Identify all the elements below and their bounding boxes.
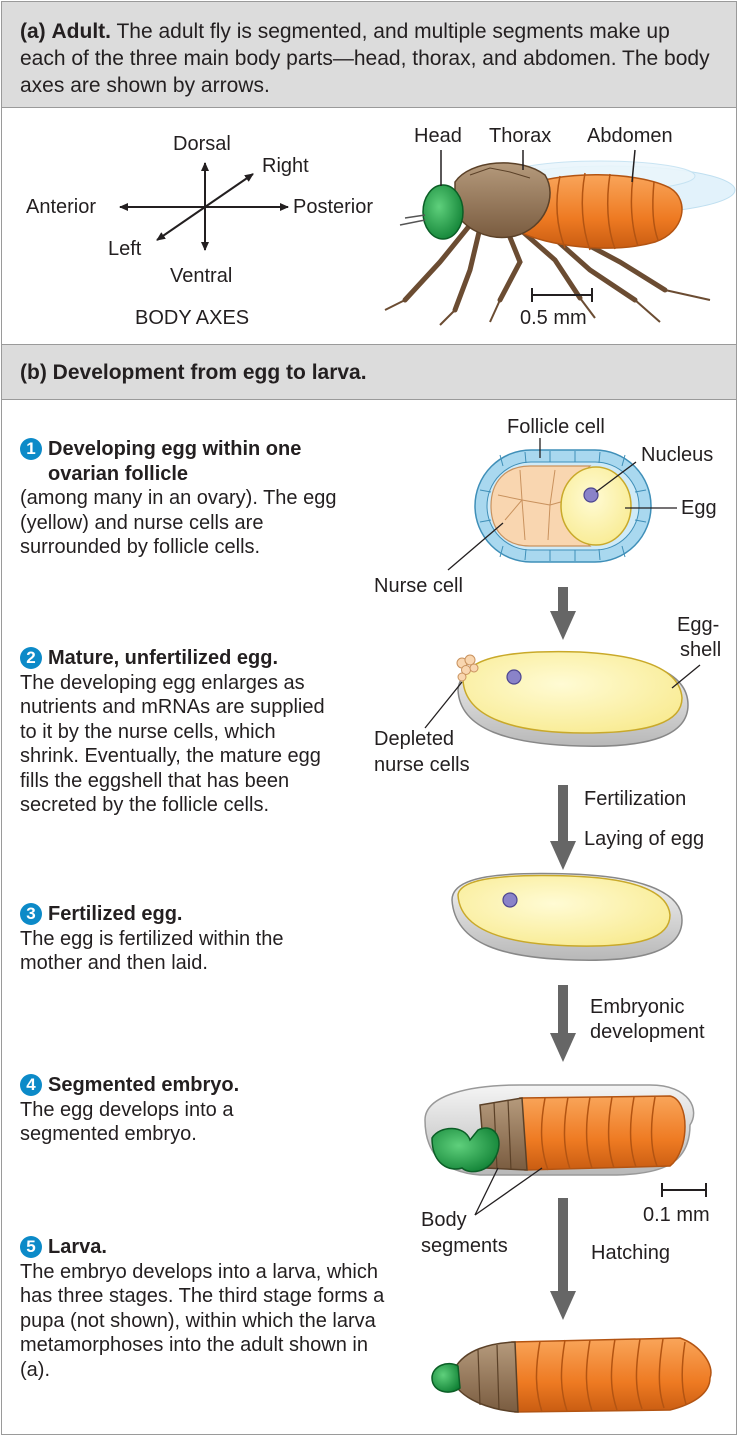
panel-a-caption: (a) Adult. The adult fly is segmented, a… — [20, 18, 720, 99]
step-4: 4 Segmented embryo. The egg develops into… — [20, 1073, 390, 1147]
axis-label-left: Left — [108, 238, 142, 260]
label-body-1: Body — [421, 1209, 467, 1231]
step-4-number: 4 — [20, 1074, 42, 1096]
step-2-text: The developing egg enlarges as nutrients… — [20, 671, 325, 817]
right-arrow — [204, 173, 254, 208]
step-2-title: Mature, unfertilized egg. — [48, 647, 279, 669]
fly-scale-label: 0.5 mm — [520, 307, 587, 329]
label-embryonic-2: development — [590, 1021, 705, 1043]
axis-label-dorsal: Dorsal — [173, 133, 231, 155]
panel-b-caption: (b) Development from egg to larva. — [20, 359, 367, 386]
step-1-text: (among many in an ovary). The egg (yello… — [20, 487, 337, 558]
larva-illustration — [431, 1337, 712, 1413]
mature-egg-illustration — [424, 650, 701, 747]
step-5-title: Larva. — [48, 1236, 107, 1258]
panel-b-body — [1, 399, 737, 1435]
label-body-2: segments — [421, 1235, 508, 1257]
embryo-scale-label: 0.1 mm — [643, 1204, 710, 1226]
step-1-number: 1 — [20, 438, 42, 460]
step-2-number: 2 — [20, 647, 42, 669]
step-5-text: The embryo develops into a larva, which … — [20, 1260, 385, 1381]
axis-label-posterior: Posterior — [293, 196, 374, 218]
label-laying-of-egg: Laying of egg — [584, 828, 705, 850]
label-embryonic-1: Embryonic — [590, 996, 685, 1018]
axis-label-right: Right — [262, 155, 309, 177]
panel-a-title: Adult. — [51, 20, 111, 43]
step-3-number: 3 — [20, 903, 42, 925]
step-4-text: The egg develops into a segmented embryo… — [20, 1098, 234, 1146]
step-2: 2 Mature, unfertilized egg. The developin… — [20, 646, 390, 818]
label-eggshell-2: shell — [680, 639, 722, 661]
step-1-title: Developing egg within one ovarian follic… — [48, 438, 302, 485]
label-depleted-1: Depleted — [374, 728, 455, 750]
panel-a-text: The adult fly is segmented, and multiple… — [20, 20, 710, 97]
step-3: 3 Fertilized egg. The egg is fertilized w… — [20, 902, 390, 976]
arrow-4-to-5 — [550, 1198, 576, 1320]
arrow-2-to-3 — [550, 785, 576, 870]
fly-label-thorax: Thorax — [489, 125, 552, 147]
panel-b-title: Development from egg to larva. — [52, 361, 367, 384]
label-egg: Egg — [681, 497, 717, 519]
step-3-text: The egg is fertilized within the mother … — [20, 927, 284, 975]
step-5: 5 Larva. The embryo develops into a larva… — [20, 1235, 390, 1382]
step-3-title: Fertilized egg. — [48, 903, 183, 925]
panel-a-label: (a) — [20, 20, 46, 43]
panel-b-header — [1, 344, 737, 400]
axis-label-ventral: Ventral — [170, 265, 233, 287]
label-nurse-cell: Nurse cell — [374, 575, 463, 597]
body-axes-caption: BODY AXES — [135, 307, 250, 329]
step-4-title: Segmented embryo. — [48, 1074, 240, 1096]
label-hatching: Hatching — [591, 1242, 670, 1264]
label-eggshell-1: Egg- — [677, 614, 720, 636]
fly-label-abdomen: Abdomen — [587, 125, 673, 147]
label-follicle-cell: Follicle cell — [507, 416, 605, 438]
adult-fly-illustration — [384, 149, 736, 326]
label-depleted-2: nurse cells — [374, 754, 470, 776]
fertilized-egg-illustration — [451, 872, 683, 961]
segmented-embryo-illustration — [424, 1084, 707, 1216]
axis-label-anterior: Anterior — [26, 196, 97, 218]
label-fertilization: Fertilization — [584, 788, 687, 810]
body-axes-diagram — [119, 162, 289, 251]
ovarian-follicle-illustration — [447, 438, 677, 571]
arrow-3-to-4 — [550, 985, 576, 1062]
arrow-1-to-2 — [550, 587, 576, 640]
step-5-number: 5 — [20, 1236, 42, 1258]
left-arrow — [156, 206, 206, 241]
label-nucleus: Nucleus — [641, 444, 714, 466]
step-1: 1 Developing egg within one ovarian folli… — [20, 437, 390, 560]
panel-a-header — [1, 1, 737, 108]
panel-b-label: (b) — [20, 361, 47, 384]
fly-label-head: Head — [414, 125, 462, 147]
